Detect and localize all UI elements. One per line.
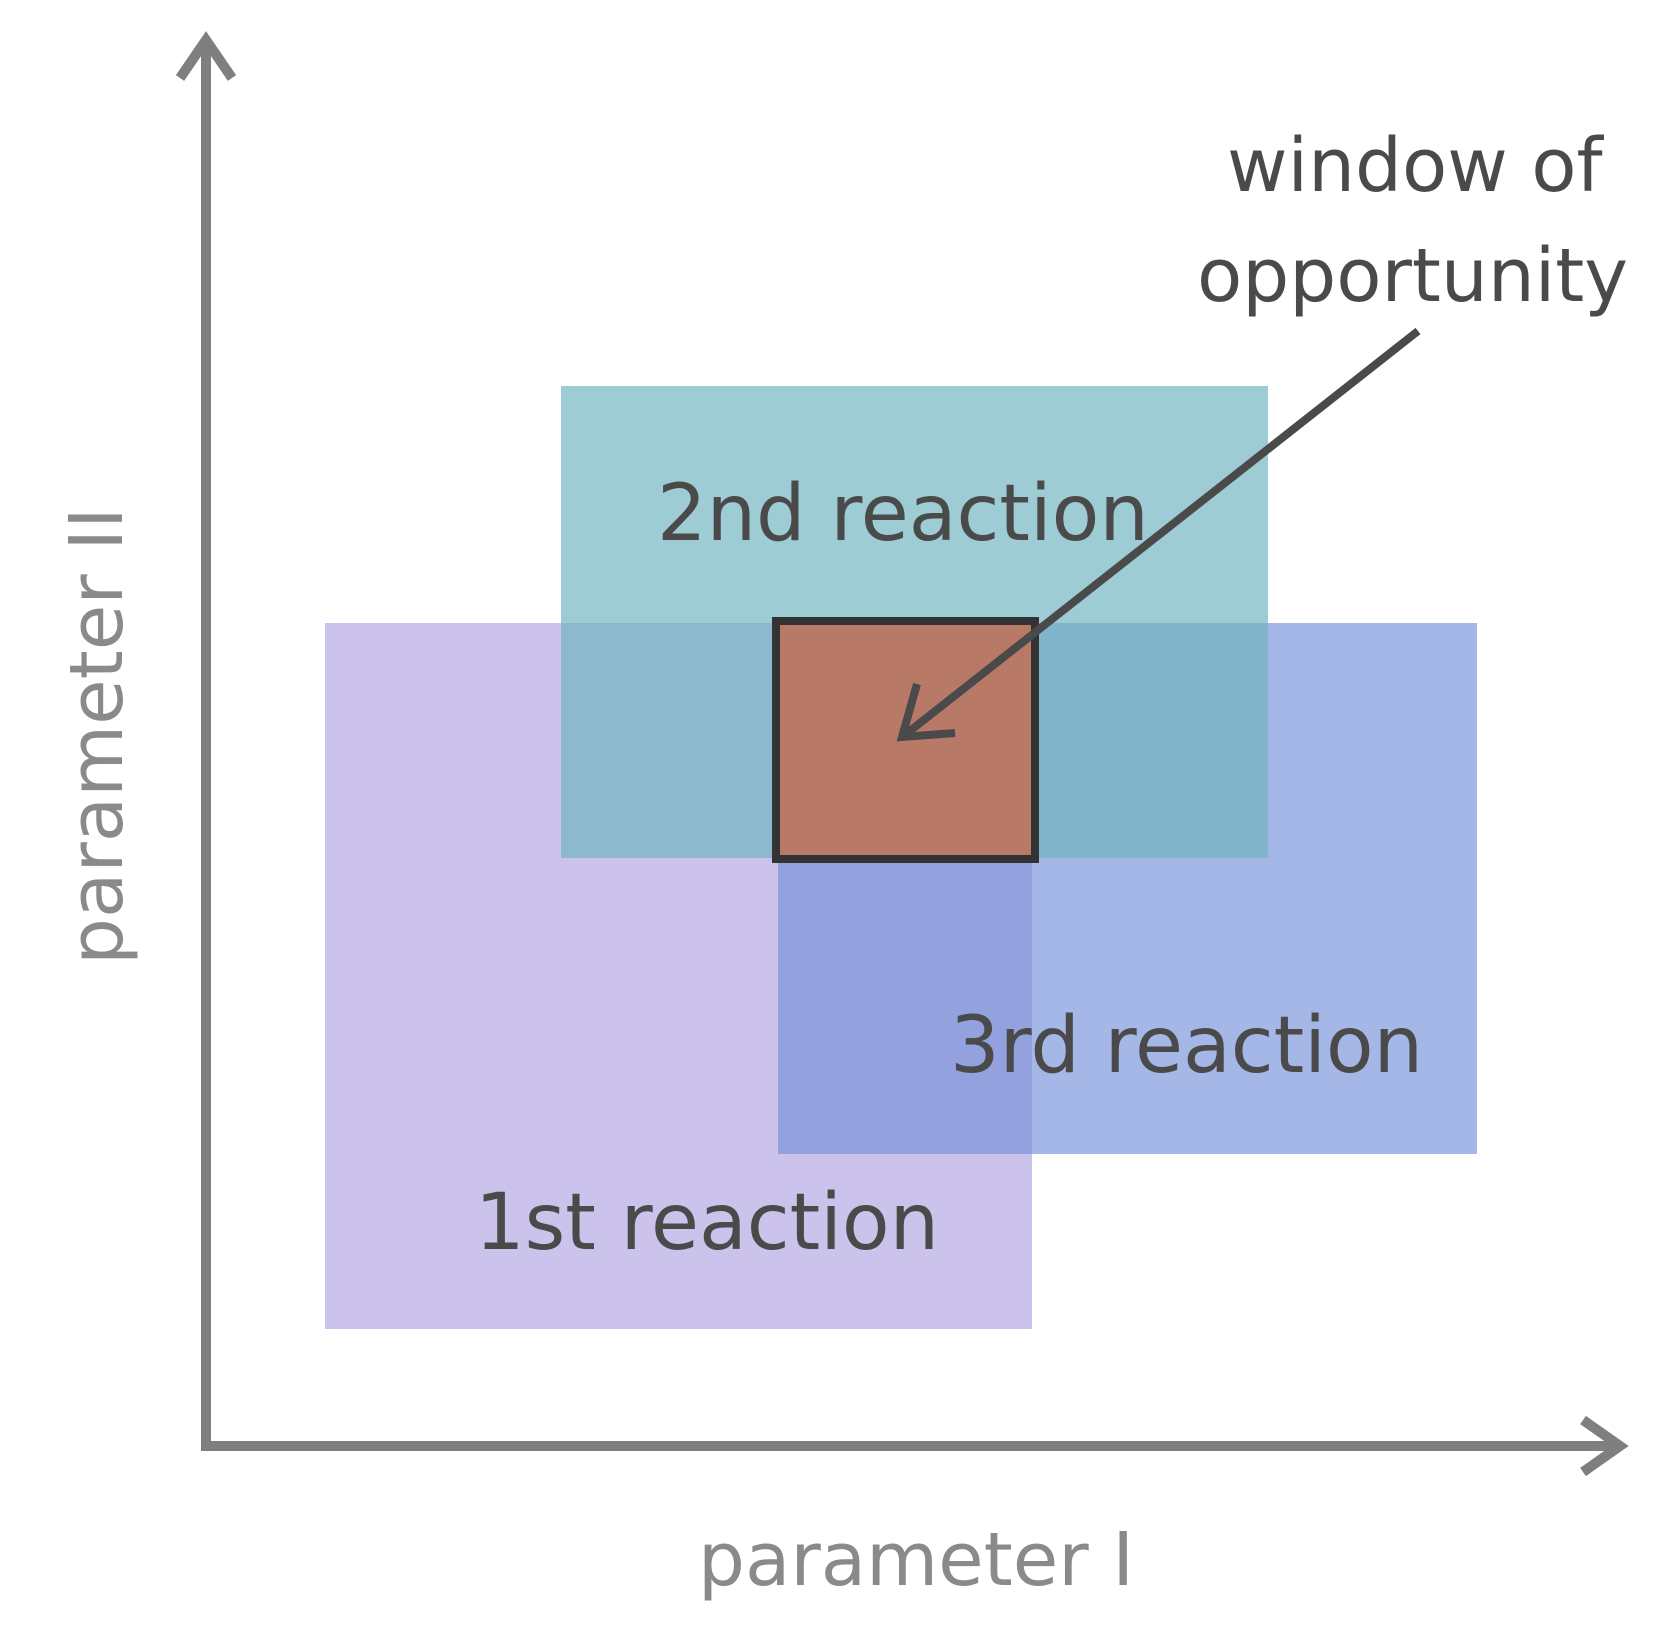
- window-pointer-arrow-shaft: [903, 327, 1421, 738]
- y-axis-label: parameter II: [54, 507, 140, 965]
- x-axis-label: parameter I: [698, 1517, 1134, 1603]
- window-label-line2: opportunity: [1197, 233, 1628, 319]
- window-pointer-arrowhead: [896, 682, 956, 742]
- first-reaction-label: 1st reaction: [475, 1178, 939, 1268]
- y-axis-arrowhead: [175, 31, 237, 81]
- window-label-line1: window of: [1227, 123, 1605, 209]
- third-reaction-label: 3rd reaction: [950, 1001, 1423, 1091]
- second-reaction-label: 2nd reaction: [657, 469, 1149, 559]
- window-of-opportunity-box: [772, 617, 1039, 863]
- x-axis-arrowhead: [1580, 1415, 1629, 1477]
